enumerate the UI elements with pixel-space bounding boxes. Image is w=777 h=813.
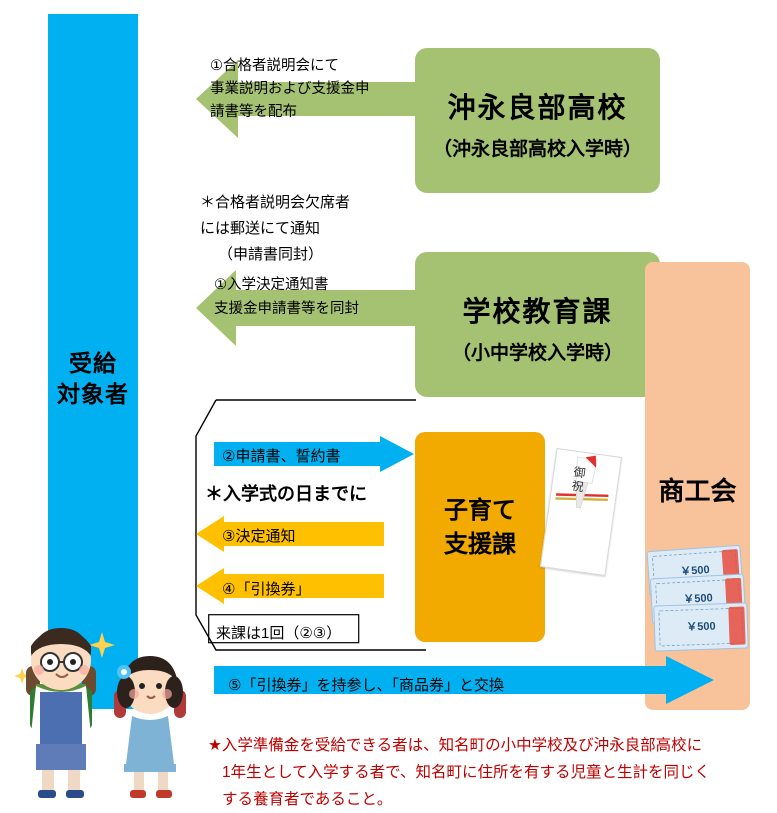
envelope-mizuhiki-icon [555, 455, 609, 509]
absentee-note-line3: （申請書同封） [218, 246, 324, 263]
arrow-4-shape [196, 516, 384, 552]
arrow-4-label: ③決定通知 [222, 528, 296, 545]
arrow-6-label: ⑤「引換券」を持参し、「商品券」と交換 [228, 677, 504, 694]
childcare-support-title: 子育て 支援課 [415, 494, 545, 562]
childcare-support-box: 子育て 支援課 [415, 432, 545, 642]
arrow-2-shape [196, 270, 416, 346]
visit-note-label: 来課は1回（②③） [216, 625, 342, 642]
arrow-2-label: ①入学決定通知書 支援金申請書等を同封 [214, 273, 404, 321]
high-school-title: 沖永良部高校 [447, 92, 628, 123]
arrow-3-shape [214, 436, 414, 472]
absentee-note: ＊合格者説明会欠席者 には郵送にて通知 （申請書同封） [200, 190, 410, 268]
high-school-subtitle: （沖永良部高校入学時） [432, 139, 642, 160]
process-bracket [195, 399, 426, 651]
chamber-of-commerce-title: 商工会 [658, 476, 737, 506]
arrow-1-label: ①合格者説明会にて 事業説明および支援金申 請書等を配布 [210, 55, 400, 124]
absentee-note-line1: ＊合格者説明会欠席者 [200, 194, 351, 211]
gift-certificates-illustration: ￥500 ￥500 ￥500 [646, 544, 749, 658]
school-education-box: 学校教育課 （小中学校入学時） [415, 252, 660, 397]
high-school-box: 沖永良部高校 （沖永良部高校入学時） [415, 48, 660, 193]
absentee-note-line2: には郵送にて通知 [200, 220, 321, 237]
eligibility-note-line2: 1年生として入学する者で、知名町に住所を有する児童と生計を同じく [222, 764, 711, 781]
eligibility-note-line1: ★入学準備金を受給できる者は、知名町の小中学校及び沖永良部高校に [208, 737, 703, 754]
eligibility-note: ★入学準備金を受給できる者は、知名町の小中学校及び沖永良部高校に 1年生として入… [208, 732, 768, 813]
arrow-2-line1: ①入学決定通知書 [214, 277, 329, 293]
arrow-1-line3: 請書等を配布 [210, 104, 297, 120]
recipient-bar [48, 14, 138, 709]
visit-note-box [208, 614, 360, 644]
arrow-6-shape [214, 656, 714, 704]
eligibility-note-line3: する養育者であること。 [222, 791, 393, 808]
school-education-title: 学校教育課 [462, 296, 613, 327]
gift-envelope-illustration: 御祝 [539, 447, 623, 577]
gift-certificate: ￥500 [653, 602, 749, 652]
arrow-1-line2: 事業説明および支援金申 [210, 81, 370, 97]
arrow-5-label: ④「引換券」 [222, 581, 311, 598]
recipient-label: 受給 対象者 [48, 348, 138, 410]
recipient-label-line1: 受給 [69, 350, 117, 376]
childcare-support-line2: 支援課 [444, 531, 516, 558]
boy-figure [26, 628, 96, 798]
girl-figure [114, 656, 186, 798]
arrow-1-shape [196, 60, 416, 138]
recipient-label-line2: 対象者 [57, 381, 129, 407]
deadline-note: ＊入学式の日までに [205, 484, 367, 504]
childcare-support-line1: 子育て [444, 497, 516, 524]
arrow-1-line1: ①合格者説明会にて [210, 58, 339, 74]
arrow-5-shape [196, 568, 384, 604]
school-education-subtitle: （小中学校入学時） [451, 343, 623, 364]
certificate-amount: ￥500 [686, 620, 716, 634]
arrow-2-line2: 支援金申請書等を同封 [214, 301, 359, 317]
arrow-3-label: ②申請書、誓約書 [222, 448, 341, 465]
students-illustration [14, 628, 186, 798]
